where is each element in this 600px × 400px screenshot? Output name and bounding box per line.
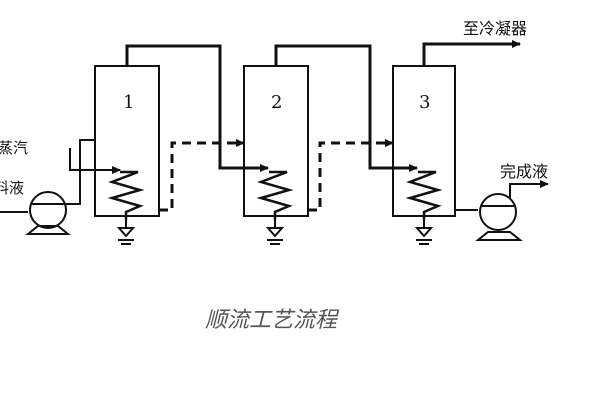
product-outlet-line	[509, 180, 549, 198]
condensate-trap-2	[265, 220, 285, 245]
effect-3-number: 3	[419, 92, 430, 113]
evaporator-2	[243, 65, 309, 217]
steam-label: 蒸汽	[0, 139, 28, 157]
effect-1-number: 1	[123, 92, 134, 113]
steam-inlet-line	[69, 148, 121, 174]
product-pump	[475, 193, 523, 241]
condensate-trap-1	[116, 220, 136, 245]
vapor-2-to-3	[274, 44, 418, 172]
feed-label: 料液	[0, 179, 24, 197]
vapor-to-condenser	[422, 40, 521, 66]
heating-coil-2	[256, 170, 294, 220]
product-label: 完成液	[500, 162, 548, 181]
to-condenser-label: 至冷凝器	[463, 19, 527, 38]
heating-coil-1	[107, 170, 145, 220]
effect-2-number: 2	[271, 92, 282, 113]
evaporator-1	[94, 65, 160, 217]
heating-coil-3	[405, 170, 443, 220]
vapor-1-to-2	[125, 44, 269, 172]
feed-pump	[25, 191, 71, 235]
condensate-trap-3	[414, 220, 434, 245]
liquid-2-to-3	[308, 139, 394, 212]
feed-to-effect-1	[66, 139, 95, 205]
diagram-caption: 顺流工艺流程	[205, 308, 340, 333]
liquid-1-to-2	[159, 139, 245, 212]
